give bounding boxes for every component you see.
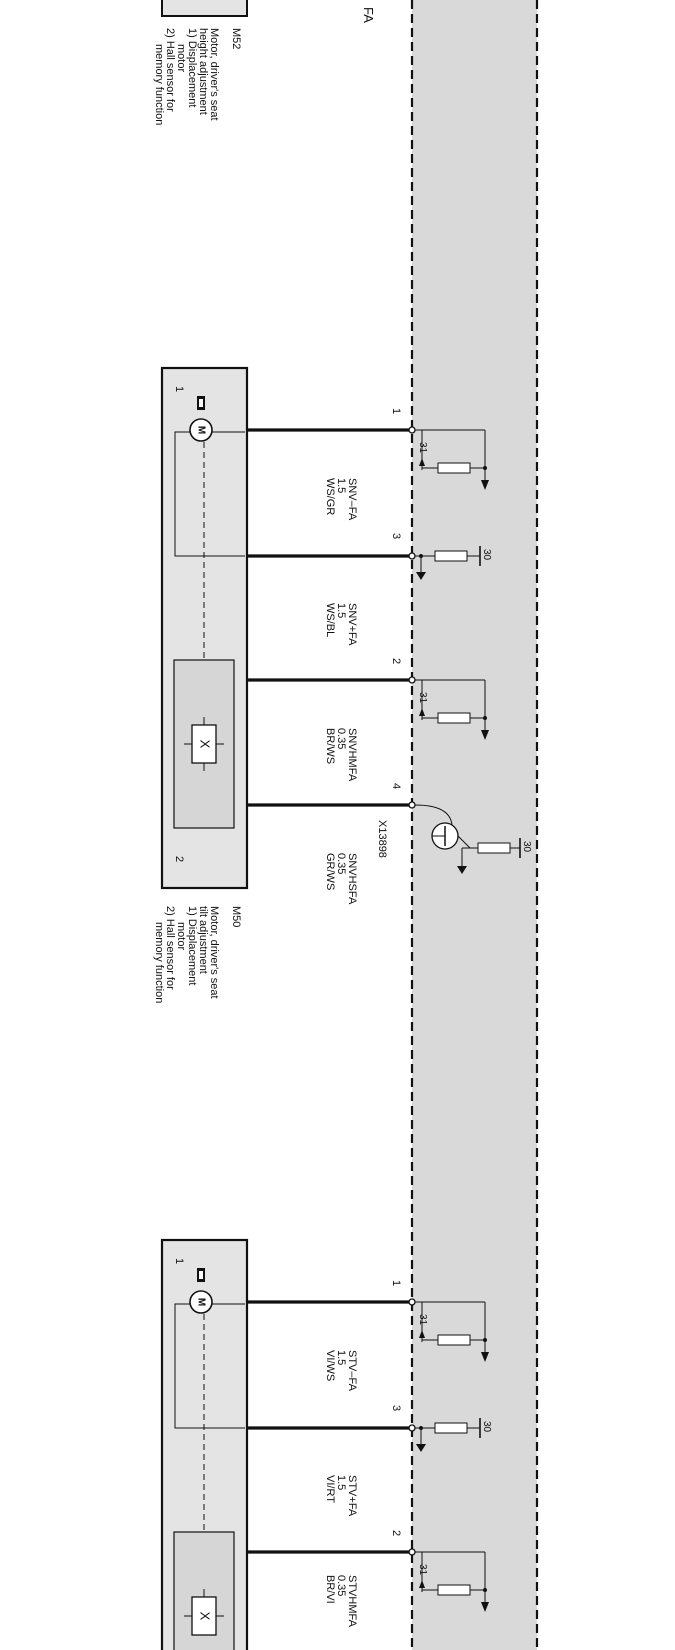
- m50-pin4-supply-label: 30: [521, 841, 532, 853]
- third-pin3-signal: STV+FA: [346, 1475, 358, 1517]
- third-pin1-color: VI/WS: [324, 1350, 336, 1381]
- m50-pin4-signal: SNVHSFA: [346, 853, 358, 905]
- m52-description: M52 Motor, driver's seat height adjustme…: [153, 28, 242, 125]
- m52-desc-line-3: 1) Displacement: [186, 28, 198, 107]
- third-hall-sensor-icon: X: [184, 1589, 224, 1636]
- m52-desc-line-1: Motor, driver's seat: [208, 28, 220, 121]
- m50-code: M50: [230, 906, 242, 927]
- control-module-region: [412, 0, 537, 1650]
- third-wire-pin1: 1 STV–FA 1.5 VI/WS: [247, 1280, 412, 1392]
- m50-pin1-gauge: 1.5: [335, 478, 347, 493]
- m52-code: M52: [230, 28, 242, 49]
- third-pin2-signal: STVHMFA: [346, 1575, 358, 1628]
- m50-desc-line-1: Motor, driver's seat: [208, 906, 220, 999]
- m50-pin1-pulldown: 31: [408, 426, 489, 490]
- m50-pin1-color: WS/GR: [324, 478, 336, 515]
- third-pin3-supply-label: 30: [481, 1421, 492, 1433]
- third-pin3-pullup: 30: [408, 1418, 492, 1452]
- m50-pin4-transistor-input: 30: [408, 801, 532, 874]
- third-pin2-gauge: 0.35: [335, 1575, 347, 1596]
- third-pin2-ground-label: 31: [417, 1564, 428, 1576]
- third-wire-pin2: 2 STVHMFA 0.35 BR/VI: [247, 1530, 412, 1628]
- svg-text:M: M: [195, 426, 206, 434]
- m50-desc-line-5: 2) Hall sensor for: [164, 906, 176, 990]
- third-pin3-number: 3: [390, 1405, 402, 1411]
- svg-text:M: M: [195, 1298, 206, 1306]
- m50-desc-line-4: motor: [175, 922, 187, 950]
- m50-pin4-connector: X13898: [376, 820, 388, 858]
- svg-text:X: X: [198, 1612, 213, 1621]
- m50-component: M X 1 2: [160, 366, 249, 890]
- m50-pin1-signal: SNV–FA: [346, 478, 358, 521]
- third-motor-icon: M: [189, 1268, 213, 1314]
- m50-description: M50 Motor, driver's seat tilt adjustment…: [153, 906, 242, 1003]
- m50-pin4-color: GR/WS: [324, 853, 336, 890]
- m50-wire-pin1: 1 SNV–FA 1.5 WS/GR: [247, 408, 412, 521]
- m50-hall-sensor-icon: X: [184, 717, 224, 771]
- m50-pin2-gauge: 0.35: [335, 728, 347, 749]
- third-marker-1: 1: [173, 1258, 185, 1264]
- svg-text:X: X: [198, 740, 213, 749]
- m50-wire-pin3: 3 SNV+FA 1.5 WS/BL: [247, 533, 412, 646]
- m50-wire-pin2: 2 SNVHMFA 0.35 BR/WS: [247, 658, 412, 782]
- m50-pin3-color: WS/BL: [324, 603, 336, 637]
- third-component: M X 1: [160, 1238, 249, 1650]
- top-fragment-label: FA: [361, 7, 376, 23]
- m50-pin3-pullup: 30: [408, 546, 492, 580]
- third-wire-pin3: 3 STV+FA 1.5 VI/RT: [247, 1405, 412, 1517]
- m52-desc-line-6: memory function: [153, 44, 165, 125]
- m50-pin3-gauge: 1.5: [335, 603, 347, 618]
- m50-pin1-ground-label: 31: [417, 442, 428, 454]
- m52-desc-line-4: motor: [175, 44, 187, 72]
- m50-desc-line-2: tilt adjustment: [197, 906, 209, 974]
- m50-marker-1: 1: [173, 386, 185, 392]
- m50-pin1-number: 1: [390, 408, 402, 414]
- m50-pin2-number: 2: [390, 658, 402, 664]
- m50-motor-icon: M: [189, 396, 213, 442]
- m50-pin2-color: BR/WS: [324, 728, 336, 764]
- third-pin1-number: 1: [390, 1280, 402, 1286]
- m52-desc-line-2: height adjustment: [197, 28, 209, 115]
- third-pin3-color: VI/RT: [324, 1475, 336, 1503]
- m50-desc-line-6: memory function: [153, 922, 165, 1003]
- m50-wire-pin4: 4 X13898 SNVHSFA 0.35 GR/WS: [247, 783, 412, 905]
- third-pin3-gauge: 1.5: [335, 1475, 347, 1490]
- third-pin2-pulldown: 31: [408, 1548, 489, 1612]
- m50-pin3-supply-label: 30: [481, 549, 492, 561]
- m52-component-body: [161, 0, 248, 17]
- m50-pin3-number: 3: [390, 533, 402, 539]
- third-pin2-color: BR/VI: [324, 1575, 336, 1604]
- third-pin1-gauge: 1.5: [335, 1350, 347, 1365]
- third-pin1-signal: STV–FA: [346, 1350, 358, 1392]
- m52-desc-line-5: 2) Hall sensor for: [164, 28, 176, 112]
- third-pin1-ground-label: 31: [417, 1314, 428, 1326]
- m50-pin4-number: 4: [390, 783, 402, 789]
- m50-desc-line-3: 1) Displacement: [186, 906, 198, 985]
- m50-marker-2: 2: [173, 856, 185, 862]
- m50-pin3-signal: SNV+FA: [346, 603, 358, 646]
- m50-pin4-gauge: 0.35: [335, 853, 347, 874]
- m50-pin2-pulldown: 31: [408, 676, 489, 740]
- third-pin2-number: 2: [390, 1530, 402, 1536]
- m50-pin2-signal: SNVHMFA: [346, 728, 358, 782]
- m50-pin2-ground-label: 31: [417, 692, 428, 704]
- third-pin1-pulldown: 31: [408, 1298, 489, 1362]
